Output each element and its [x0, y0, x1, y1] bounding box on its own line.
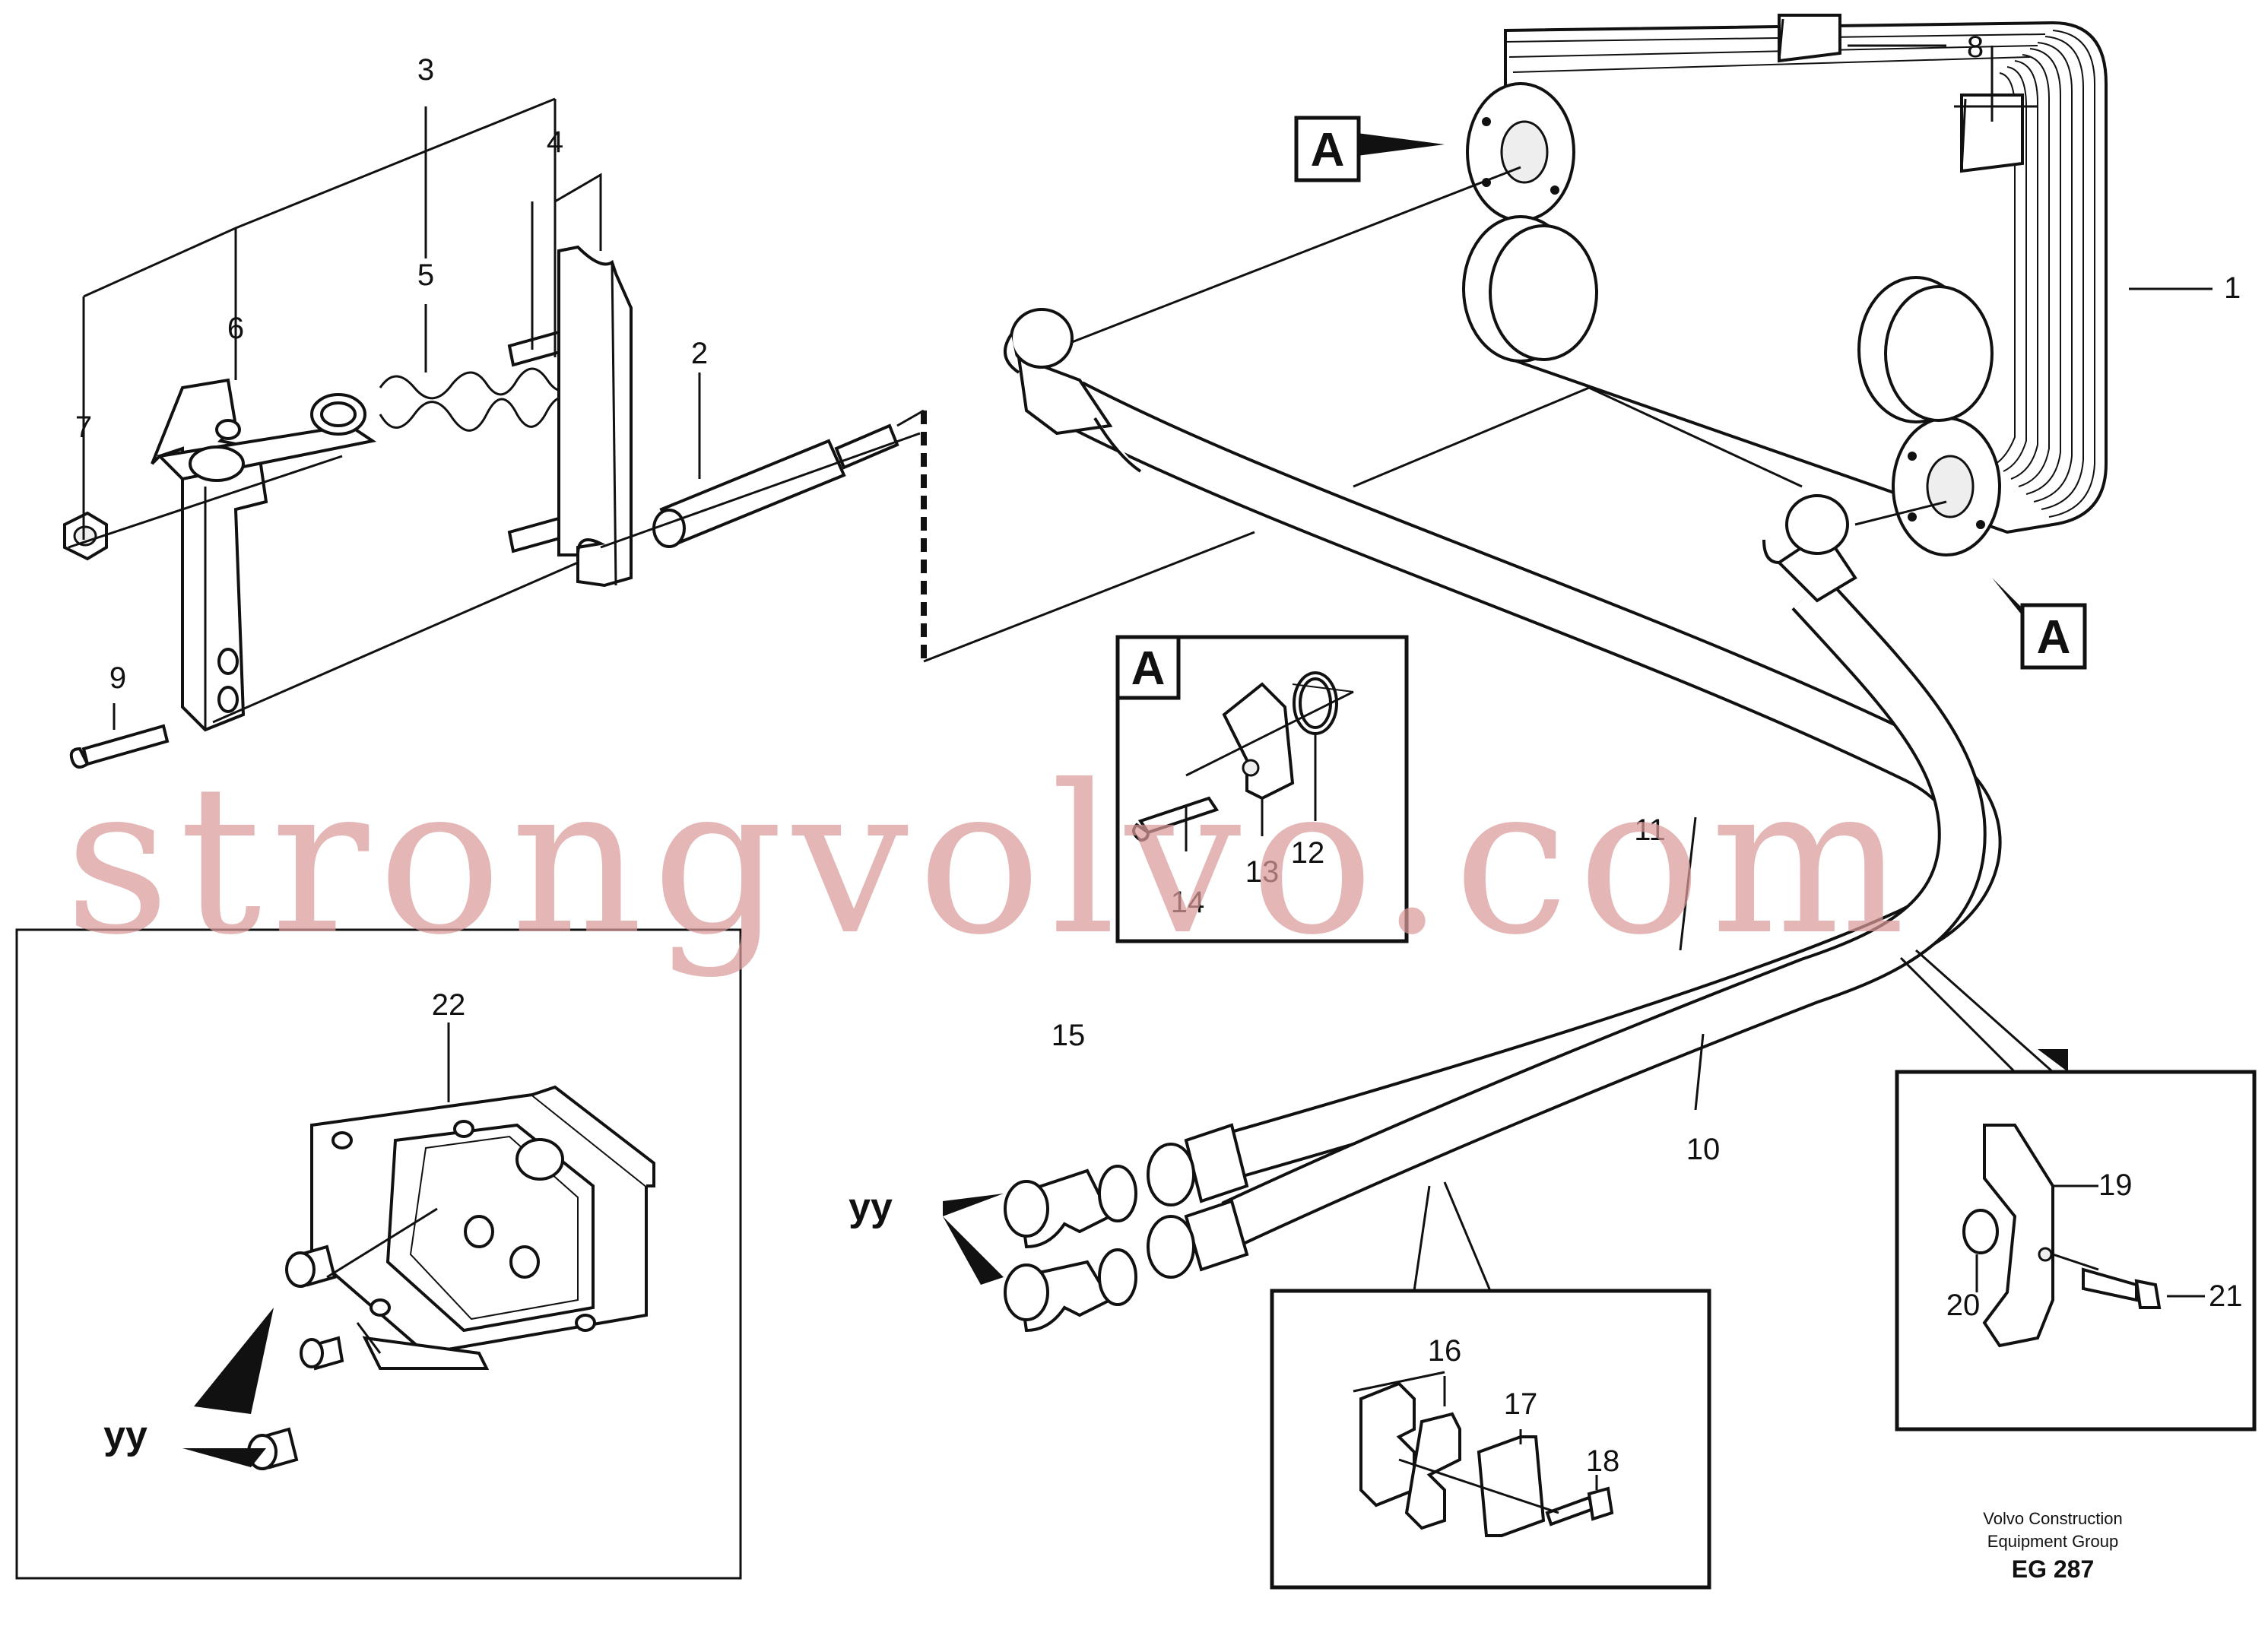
watermark-text: strongvolvo.com: [65, 740, 1914, 980]
callout-13: 13: [1245, 855, 1280, 889]
credit-line2: Equipment Group: [1987, 1532, 2118, 1551]
detail-box-clamps: [1270, 1289, 1711, 1590]
callout-8: 8: [1967, 30, 1984, 64]
callout-17: 17: [1504, 1387, 1538, 1421]
callout-19: 19: [2098, 1168, 2133, 1202]
yy-label-housing: yy: [103, 1413, 147, 1457]
yy-label-hoses: yy: [849, 1185, 893, 1229]
marker-a-top: A: [1294, 116, 1361, 182]
detail-box-bracket: [1895, 1049, 2257, 1432]
credit-code: EG 287: [2012, 1555, 2095, 1583]
detail-box-a: [1115, 635, 1409, 943]
callout-10: 10: [1686, 1133, 1721, 1166]
callout-14: 14: [1171, 886, 1205, 919]
callout-11: 11: [1634, 813, 1666, 847]
hoses: [1004, 308, 2002, 1279]
callout-21: 21: [2209, 1279, 2243, 1313]
elbow-fittings: [943, 1165, 1137, 1333]
callout-6: 6: [227, 312, 244, 345]
callout-20: 20: [1946, 1289, 1981, 1322]
callout-9: 9: [109, 661, 126, 695]
oil-cooler: [1462, 14, 2108, 556]
callout-22: 22: [432, 988, 466, 1022]
callout-numbers: 1 2 3 4 5 6 7 8 9 10 11 12 13 14 15 16 1…: [75, 30, 2243, 1478]
callout-5: 5: [417, 258, 434, 292]
callout-16: 16: [1428, 1334, 1462, 1368]
callout-7: 7: [75, 411, 92, 444]
bracket-assembly: [63, 97, 1255, 769]
callout-18: 18: [1586, 1444, 1620, 1478]
credit-block: Volvo Construction Equipment Group EG 28…: [1983, 1509, 2122, 1583]
detail-a-label: A: [1131, 642, 1166, 695]
callout-pointers: [1413, 949, 2054, 1292]
credit-line1: Volvo Construction: [1983, 1509, 2122, 1528]
marker-a-bottom: A: [2020, 603, 2087, 670]
callout-15: 15: [1052, 1019, 1086, 1052]
valve-housing-frame: [15, 928, 742, 1580]
callout-2: 2: [691, 337, 708, 370]
callout-3: 3: [417, 53, 434, 87]
callout-4: 4: [547, 125, 563, 159]
marker-a-text-top: A: [1311, 124, 1345, 176]
callout-12: 12: [1291, 836, 1325, 870]
callout-1: 1: [2224, 271, 2241, 305]
valve-housing: [182, 1022, 655, 1470]
marker-a-text-bottom: A: [2037, 611, 2071, 664]
